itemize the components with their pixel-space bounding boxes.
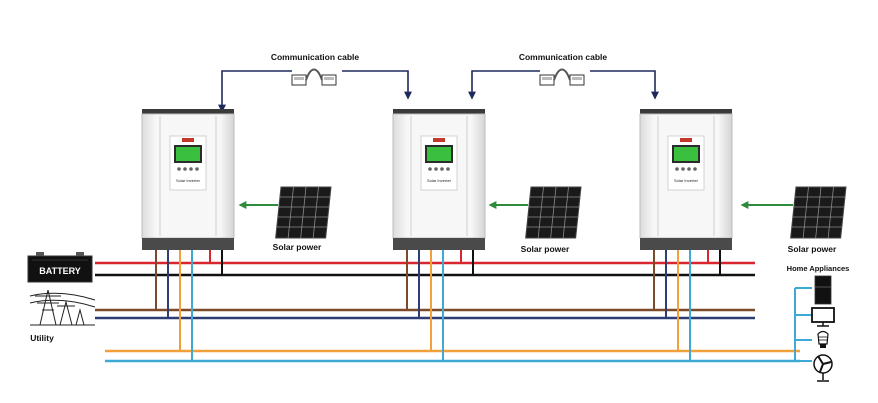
inverter-panel-label: Solar Inverter: [674, 178, 699, 183]
inverter-panel-label: Solar Inverter: [176, 178, 201, 183]
control-buttons: [675, 167, 697, 171]
solar-power-label: Solar power: [273, 242, 322, 252]
comm-cable-label: Communication cable: [271, 52, 360, 62]
battery-label: BATTERY: [39, 266, 81, 276]
solar-panel-icon: [790, 186, 847, 239]
solar-panel-3: Solar power: [740, 186, 847, 254]
communication-cable-1: Communication cable: [218, 52, 412, 113]
rj45-connector-icon: [291, 68, 337, 86]
battery: BATTERY: [27, 252, 93, 283]
inverter-panel-label: Solar Inverter: [427, 178, 452, 183]
control-buttons: [428, 167, 450, 171]
solar-panel-icon: [275, 186, 332, 239]
inverter-3-wiring: [653, 250, 721, 361]
inverter-2: Solar Inverter: [392, 109, 486, 250]
utility-label: Utility: [30, 333, 54, 343]
inverter-2-wiring: [406, 250, 474, 361]
brand-logo-icon: [680, 138, 692, 142]
comm-cable-wire-left: [468, 70, 540, 100]
battery-icon: [27, 252, 93, 283]
utility-grid: Utility: [29, 289, 96, 343]
refrigerator-icon: [814, 275, 832, 305]
comm-cable-wire-right: [590, 70, 659, 100]
home-appliances: Home Appliances: [787, 264, 850, 382]
brand-logo-icon: [433, 138, 445, 142]
home-appliances-label: Home Appliances: [787, 264, 850, 273]
solar-power-label: Solar power: [788, 244, 837, 254]
brand-logo-icon: [182, 138, 194, 142]
solar-panel-icon: [525, 186, 582, 239]
appliance-wiring: [794, 287, 812, 362]
rj45-connector-icon: [539, 68, 585, 86]
television-icon: [811, 307, 835, 327]
solar-panel-1: Solar power: [238, 186, 332, 252]
comm-cable-label: Communication cable: [519, 52, 608, 62]
light-bulb-icon: [817, 330, 829, 348]
inverter-1: Solar Inverter: [141, 109, 235, 250]
power-bus-lines: [95, 261, 800, 363]
inverter-3: Solar Inverter: [639, 109, 733, 250]
solar-power-label: Solar power: [521, 244, 570, 254]
fan-icon: [813, 354, 833, 382]
power-tower-icon: [29, 289, 96, 326]
inverter-1-wiring: [155, 250, 223, 361]
solar-panel-2: Solar power: [488, 186, 582, 254]
comm-cable-wire-right: [342, 70, 412, 100]
control-buttons: [177, 167, 199, 171]
communication-cable-2: Communication cable: [468, 52, 659, 100]
comm-cable-wire-left: [218, 70, 292, 113]
